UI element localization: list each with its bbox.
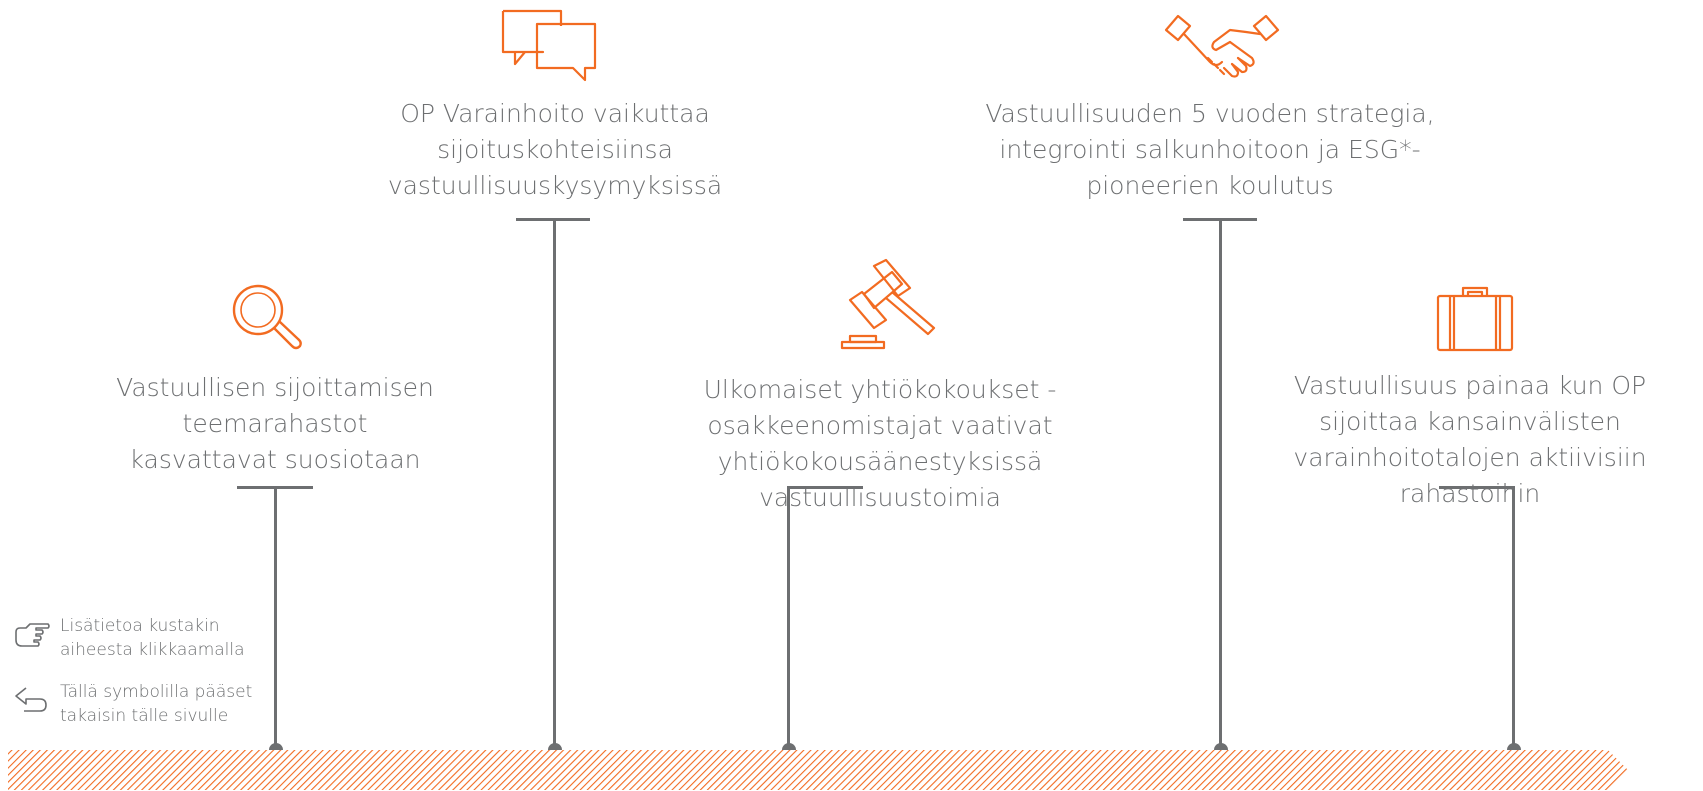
legend-back-text: Tällä symbolilla pääset takaisin tälle s…	[60, 682, 253, 726]
connector-stem	[553, 218, 556, 750]
connector-cap	[1439, 486, 1515, 489]
topic-varainhoitotalot[interactable]: Vastuullisuus painaa kun OP sijoittaa ka…	[1250, 368, 1690, 512]
gavel-icon[interactable]	[838, 258, 938, 358]
connector-stem	[1512, 486, 1515, 750]
topic-title: Vastuullisuuden 5 vuoden strategia, inte…	[985, 99, 1435, 200]
connector-cap	[787, 486, 863, 489]
legend-click-hint: Lisätietoa kustakin aiheesta klikkaamall…	[12, 614, 270, 662]
legend-back-hint: Tällä symbolilla pääset takaisin tälle s…	[12, 680, 270, 728]
topic-yhtiokokoukset[interactable]: Ulkomaiset yhtiökokoukset - osakkeenomis…	[600, 372, 1160, 516]
return-arrow-icon	[15, 687, 47, 712]
connector-stem	[274, 486, 277, 750]
connector-stem	[1219, 218, 1222, 750]
speech-bubbles-icon[interactable]	[499, 8, 601, 82]
connector-stem	[787, 486, 790, 750]
briefcase-icon[interactable]	[1436, 282, 1514, 352]
topic-title: Vastuullisen sijoittamisen teemarahastot…	[116, 373, 434, 474]
magnifier-icon[interactable]	[230, 282, 302, 354]
handshake-icon[interactable]	[1164, 12, 1280, 84]
timeline-arrow	[8, 750, 1628, 790]
topic-strategia[interactable]: Vastuullisuuden 5 vuoden strategia, inte…	[985, 96, 1435, 204]
topic-title: Ulkomaiset yhtiökokoukset - osakkeenomis…	[703, 375, 1057, 512]
topic-title: OP Varainhoito vaikuttaa sijoituskohteis…	[387, 99, 723, 200]
topic-teemarahastot[interactable]: Vastuullisen sijoittamisen teemarahastot…	[105, 370, 445, 478]
topic-vaikuttaminen[interactable]: OP Varainhoito vaikuttaa sijoituskohteis…	[380, 96, 730, 204]
pointing-hand-icon	[15, 623, 50, 647]
legend-click-text: Lisätietoa kustakin aiheesta klikkaamall…	[60, 616, 245, 660]
topic-title: Vastuullisuus painaa kun OP sijoittaa ka…	[1293, 371, 1647, 508]
